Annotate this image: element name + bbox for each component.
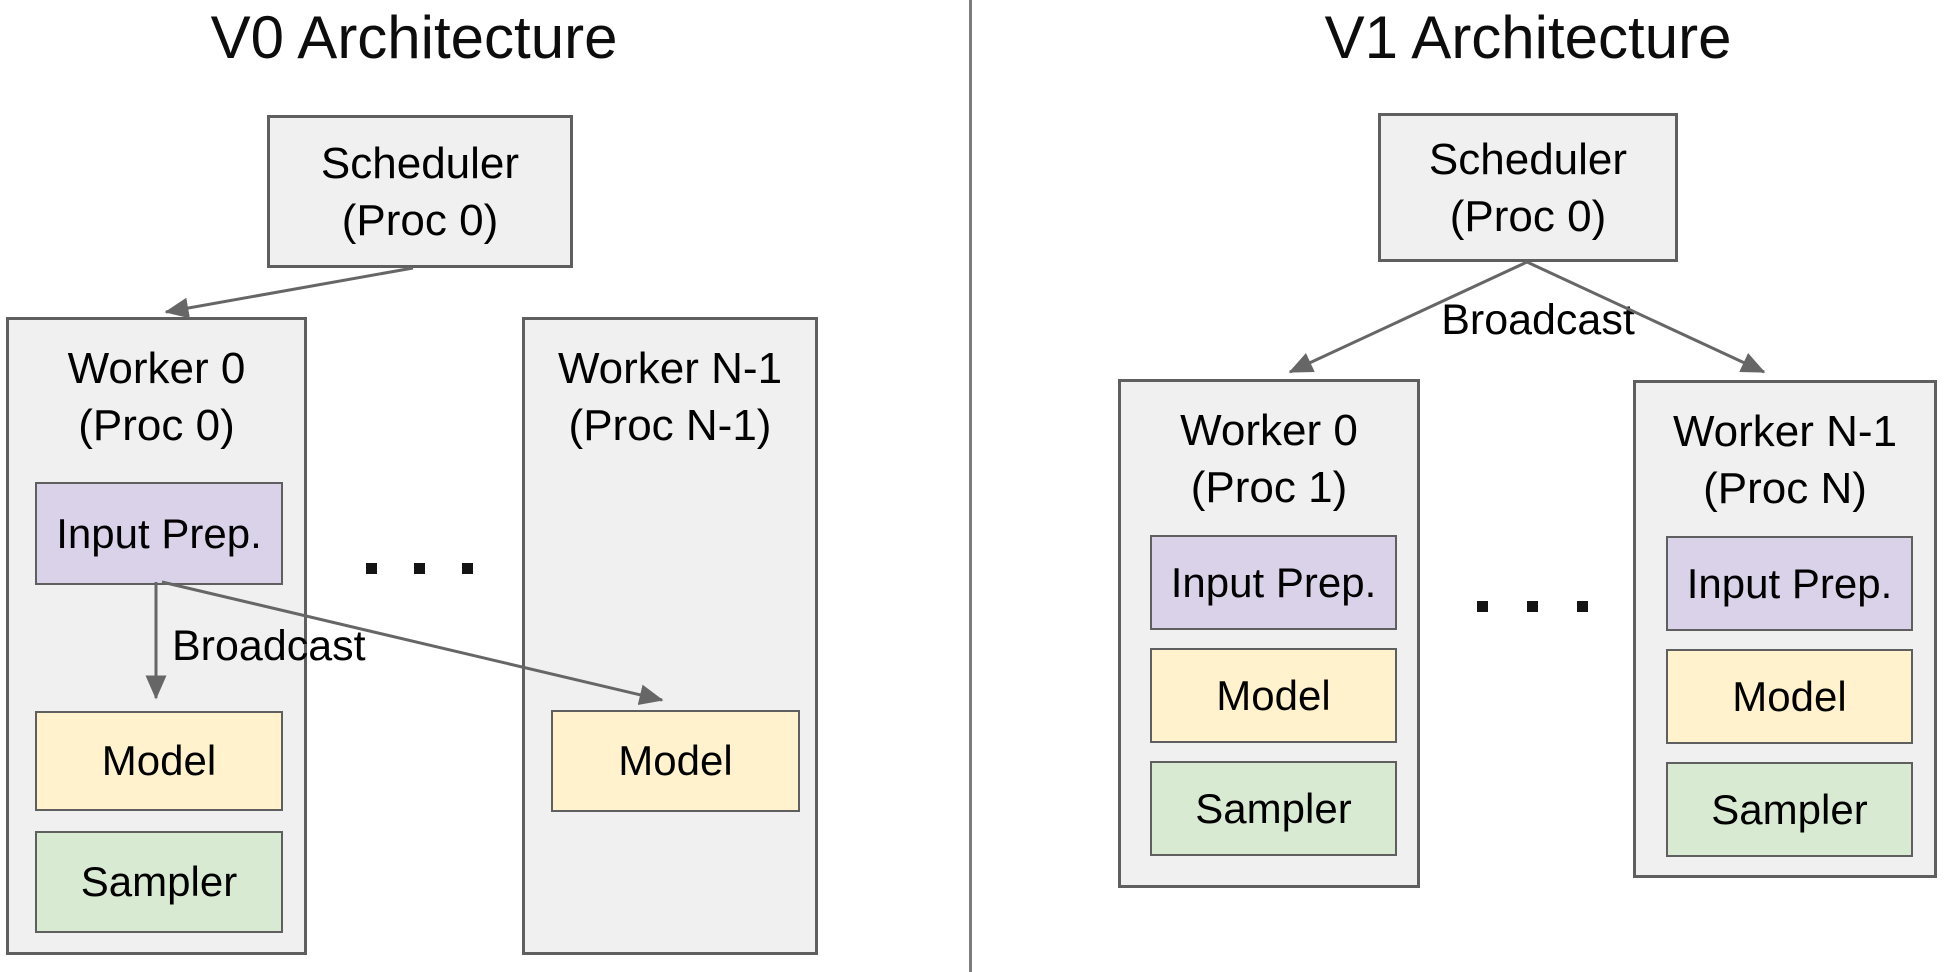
v1-ellipsis-dot-3: [1577, 601, 1588, 612]
v0-worker0-input-prep-box: Input Prep.: [35, 482, 283, 585]
v1-scheduler-box: Scheduler (Proc 0): [1378, 113, 1678, 262]
v0-scheduler-box: Scheduler (Proc 0): [267, 115, 573, 268]
panel-divider-line: [969, 0, 972, 972]
v0-ellipsis-dot-2: [414, 563, 425, 574]
v1-workerN-title-line2: (Proc N): [1703, 464, 1867, 513]
v1-architecture-title: V1 Architecture: [1324, 4, 1732, 71]
v1-ellipsis-dot-2: [1527, 601, 1538, 612]
v1-workerN-sampler-box: Sampler: [1666, 762, 1913, 857]
v0-scheduler-label-line2: (Proc 0): [341, 195, 499, 245]
v1-worker0-title-line1: Worker 0: [1180, 406, 1358, 455]
v0-architecture-title: V0 Architecture: [210, 4, 618, 71]
v0-worker0-title-line2: (Proc 0): [78, 401, 235, 450]
v0-scheduler-to-worker0-arrow: [164, 266, 414, 319]
v0-worker0-model-box: Model: [35, 711, 283, 811]
v1-workerN-model-box: Model: [1666, 649, 1913, 744]
v1-workerN-title: Worker N-1 (Proc N): [1636, 403, 1934, 517]
v0-scheduler-label-line1: Scheduler: [320, 138, 520, 188]
v0-workerN-box: Worker N-1 (Proc N-1) Model: [522, 317, 818, 955]
v0-worker0-title: Worker 0 (Proc 0): [9, 340, 304, 454]
v0-broadcast-label: Broadcast: [172, 622, 366, 670]
v0-workerN-model-box: Model: [551, 710, 800, 812]
v0-ellipsis-dot-3: [462, 563, 473, 574]
v1-worker0-model-box: Model: [1150, 648, 1397, 743]
v1-ellipsis-dot-1: [1477, 601, 1488, 612]
v1-worker0-title-line2: (Proc 1): [1190, 463, 1348, 512]
v1-worker0-input-prep-box: Input Prep.: [1150, 535, 1397, 630]
v0-workerN-title: Worker N-1 (Proc N-1): [525, 340, 815, 454]
v1-broadcast-label: Broadcast: [1441, 296, 1635, 344]
v0-worker0-title-line1: Worker 0: [67, 344, 246, 393]
v1-worker0-sampler-box: Sampler: [1150, 761, 1397, 856]
v0-workerN-title-line1: Worker N-1: [557, 344, 783, 393]
v0-workerN-title-line2: (Proc N-1): [568, 401, 772, 450]
v1-workerN-box: Worker N-1 (Proc N) Input Prep. Model Sa…: [1633, 380, 1937, 878]
v0-worker0-sampler-box: Sampler: [35, 831, 283, 933]
v1-workerN-input-prep-box: Input Prep.: [1666, 536, 1913, 631]
v1-scheduler-label-line1: Scheduler: [1428, 134, 1628, 184]
v1-scheduler-label-line2: (Proc 0): [1449, 191, 1607, 241]
v0-ellipsis-dot-1: [366, 563, 377, 574]
v1-worker0-box: Worker 0 (Proc 1) Input Prep. Model Samp…: [1118, 379, 1420, 888]
v1-worker0-title: Worker 0 (Proc 1): [1121, 402, 1417, 516]
v1-workerN-title-line1: Worker N-1: [1672, 407, 1898, 456]
